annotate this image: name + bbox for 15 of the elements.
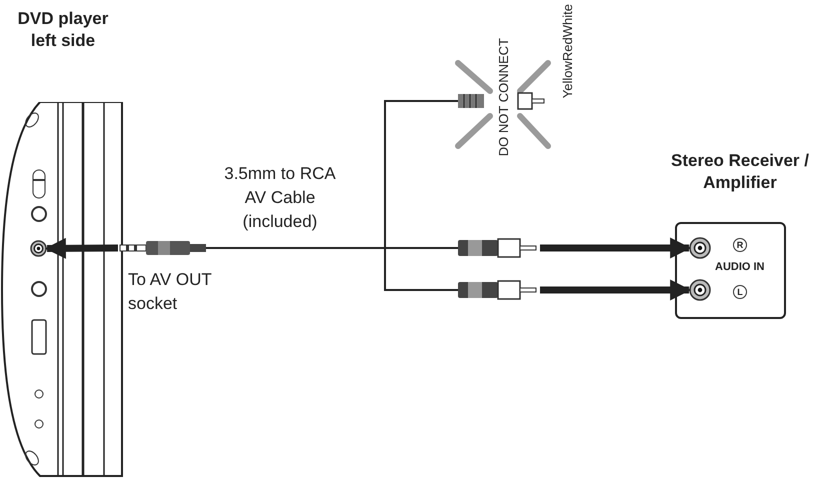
color-label: YellowRedWhite [560,4,576,98]
arrow [540,238,692,258]
socket-label: To AV OUT socket [128,269,212,315]
cable-plug [118,240,206,256]
cable [206,247,458,291]
arrow [540,280,692,300]
panel-label: AUDIO IN [715,261,764,273]
arrow [44,238,118,259]
device-heading: Stereo Receiver / Amplifier [670,150,810,194]
device-heading: DVD player left side [16,8,110,52]
socket [689,279,711,301]
socket [689,237,711,259]
socket [30,240,47,257]
channel-mark: R [733,238,747,252]
channel-mark: L [733,285,747,299]
